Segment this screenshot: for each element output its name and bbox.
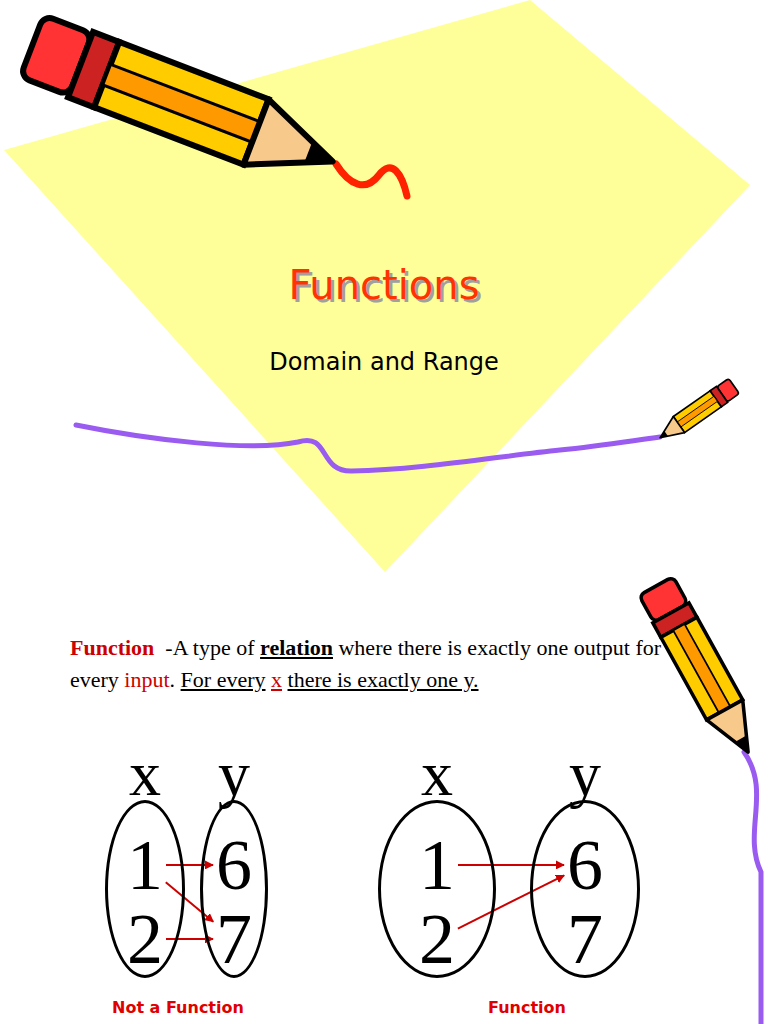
element-number: 1	[419, 825, 455, 905]
set-element: 7	[565, 905, 605, 973]
set-oval: x12	[105, 800, 185, 978]
mapping-arrow	[458, 864, 564, 866]
set-heading: x	[129, 745, 161, 803]
definition-text: .	[170, 667, 176, 692]
term-word: input	[124, 667, 169, 692]
term-word: Function	[70, 635, 154, 660]
element-number: 6	[216, 825, 252, 905]
set-heading: x	[421, 745, 453, 803]
purple-wave	[76, 425, 660, 471]
element-number: 7	[567, 899, 603, 979]
element-number: 7	[216, 899, 252, 979]
set-element: 1	[417, 831, 457, 899]
term-word: relation	[260, 635, 333, 660]
set-element: 2	[125, 905, 165, 973]
set-element: 6	[214, 831, 254, 899]
set-oval: y67	[200, 800, 268, 978]
definition-text: -A type of	[165, 635, 254, 660]
red-squiggle	[336, 164, 407, 196]
set-heading: y	[218, 745, 250, 803]
set-element: 6	[565, 831, 605, 899]
variable-word: x	[271, 667, 282, 692]
set-element: 2	[417, 905, 457, 973]
definition-text: For every	[181, 667, 266, 692]
set-element: 7	[214, 905, 254, 973]
big-pencil	[19, 13, 345, 194]
element-number: 1	[127, 825, 163, 905]
caption-label: Function	[488, 998, 566, 1017]
mapping-arrow	[166, 882, 213, 921]
element-number: 2	[419, 899, 455, 979]
set-element: 1	[125, 831, 165, 899]
mapping-arrow	[166, 864, 213, 866]
subtitle: Domain and Range	[0, 348, 768, 376]
purple-line	[744, 752, 761, 1024]
element-number: 6	[567, 825, 603, 905]
definition-text: there is exactly one y.	[288, 667, 479, 692]
definition-paragraph: Function-A type ofrelationwhere there is…	[70, 632, 680, 696]
slide-title: Functions	[0, 262, 768, 308]
side-pencil	[638, 576, 766, 762]
mapping-arrow	[166, 938, 213, 940]
set-oval: y67	[530, 800, 640, 978]
element-number: 2	[127, 899, 163, 979]
small-pencil	[655, 378, 740, 446]
set-oval: x12	[378, 800, 496, 978]
set-heading: y	[569, 745, 601, 803]
mapping-arrow	[458, 875, 564, 928]
caption-label: Not a Function	[112, 998, 244, 1017]
